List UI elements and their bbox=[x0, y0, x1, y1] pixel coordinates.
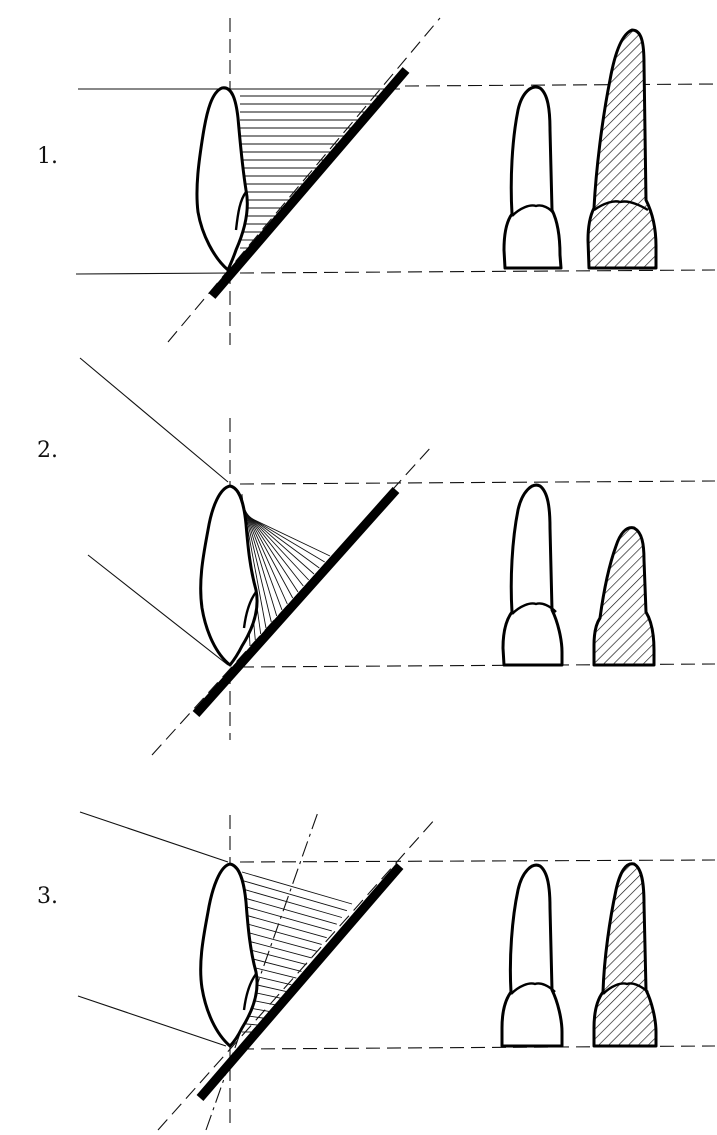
apex-line-2 bbox=[239, 663, 716, 668]
incisal-line-3 bbox=[239, 859, 716, 863]
film-2 bbox=[192, 487, 400, 717]
image-tooth-2 bbox=[592, 526, 656, 667]
hatch-line bbox=[241, 509, 315, 575]
projection-hatch-2 bbox=[241, 493, 331, 647]
image-tooth-cej-3 bbox=[602, 982, 649, 995]
hatch-line bbox=[241, 888, 343, 918]
pulp-line-2 bbox=[242, 591, 257, 629]
image-tooth-1 bbox=[586, 28, 658, 270]
hatch-line bbox=[241, 871, 353, 905]
pulp-line-3 bbox=[242, 973, 257, 1011]
panel-2: 2. bbox=[37, 357, 716, 756]
real-tooth-3 bbox=[500, 863, 564, 1048]
image-tooth-3 bbox=[592, 862, 658, 1048]
hatch-line bbox=[241, 922, 322, 945]
real-tooth-cej-1 bbox=[511, 204, 555, 217]
hatch-line bbox=[241, 503, 288, 605]
hatch-line bbox=[241, 501, 283, 611]
ray-upper-2 bbox=[79, 357, 229, 483]
panel-3: 3. bbox=[37, 811, 716, 1131]
ray-lower-2 bbox=[87, 554, 229, 666]
tooth-profile-3 bbox=[199, 862, 259, 1048]
real-tooth-cej-3 bbox=[510, 982, 556, 995]
hatch-line bbox=[241, 504, 294, 599]
ray-lower-3 bbox=[77, 995, 227, 1047]
tooth-profile-2 bbox=[199, 484, 259, 667]
film-1 bbox=[208, 67, 410, 299]
pulp-line-1 bbox=[234, 191, 247, 231]
projection-hatch-1 bbox=[240, 95, 384, 249]
apex-line-extension-1 bbox=[239, 269, 716, 274]
incisal-line-extension-1 bbox=[404, 83, 716, 87]
hatch-line bbox=[241, 879, 348, 912]
real-tooth-2 bbox=[501, 483, 564, 667]
panel-label-2: 2. bbox=[37, 438, 58, 463]
hatch-line bbox=[241, 513, 331, 557]
panel-label-1: 1. bbox=[37, 144, 58, 169]
tooth-profile-1 bbox=[195, 86, 249, 272]
incisal-line-2 bbox=[239, 480, 716, 485]
projection-hatch-3 bbox=[241, 871, 353, 1033]
panel-label-3: 3. bbox=[37, 884, 58, 909]
image-tooth-cej-1 bbox=[593, 200, 649, 212]
hatch-line bbox=[241, 905, 332, 932]
hatch-line bbox=[241, 913, 327, 939]
hatch-line bbox=[241, 896, 337, 925]
panel-1: 1. bbox=[37, 17, 716, 345]
ray-upper-3 bbox=[79, 811, 229, 863]
apex-line-1 bbox=[75, 272, 231, 275]
film-axis-3 bbox=[157, 817, 437, 1131]
hatch-line bbox=[241, 938, 312, 959]
hatch-line bbox=[241, 508, 310, 581]
bisector-line-3 bbox=[205, 811, 319, 1131]
film-3 bbox=[196, 863, 404, 1101]
hatch-line bbox=[241, 500, 278, 617]
apex-line-3 bbox=[239, 1045, 716, 1050]
real-tooth-1 bbox=[502, 85, 563, 270]
hatch-line bbox=[241, 930, 317, 952]
real-tooth-cej-2 bbox=[511, 602, 557, 615]
hatch-line bbox=[241, 505, 299, 593]
hatch-line bbox=[241, 507, 304, 587]
